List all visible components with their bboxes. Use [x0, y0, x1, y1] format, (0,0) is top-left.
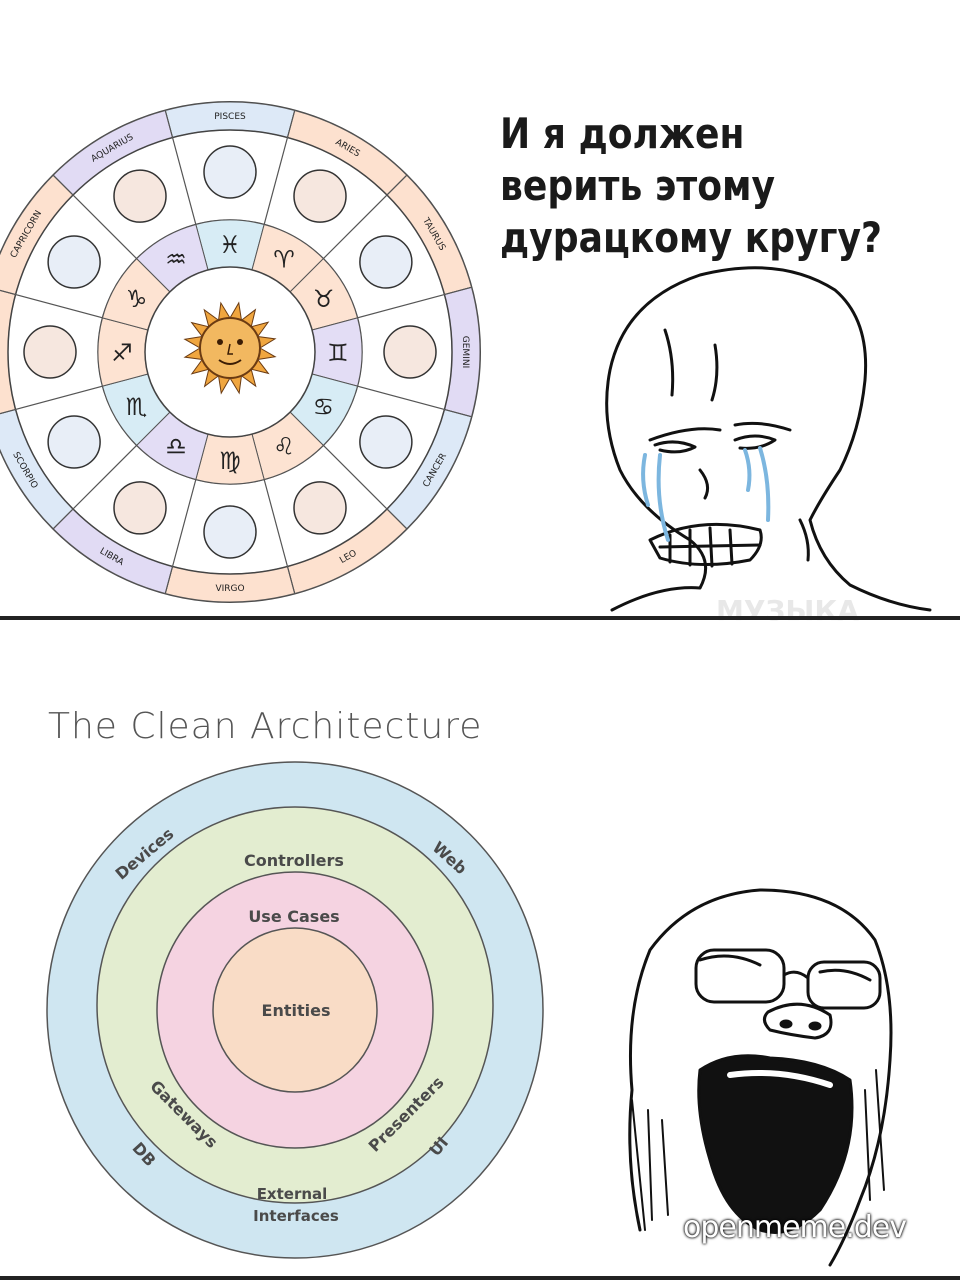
- zodiac-sign-illustration: [383, 325, 437, 379]
- zodiac-glyph: ♍: [219, 447, 241, 475]
- zodiac-glyph: ♓: [219, 231, 241, 259]
- faint-watermark: МУЗЫКА: [716, 594, 859, 627]
- soyjak-icon: [628, 888, 893, 1267]
- zodiac-sign-illustration: [203, 505, 257, 559]
- zodiac-glyph: ♐: [111, 339, 133, 367]
- label-use-cases: Use Cases: [248, 907, 339, 926]
- zodiac-sign-label: VIRGO: [215, 584, 244, 594]
- zodiac-glyph: ♌: [273, 433, 295, 461]
- crying-wojak-icon: [605, 266, 932, 612]
- zodiac-sign-illustration: [47, 235, 101, 289]
- caption-line-2: верить этому: [500, 161, 776, 210]
- zodiac-glyph: ♎: [165, 433, 187, 461]
- zodiac-sign-illustration: [47, 415, 101, 469]
- panel-divider: [0, 616, 960, 620]
- label-controllers: Controllers: [244, 851, 344, 870]
- zodiac-sign-illustration: [293, 169, 347, 223]
- entities-core: [212, 927, 378, 1093]
- label-interfaces: Interfaces: [253, 1207, 339, 1225]
- label-entities: Entities: [262, 1001, 331, 1020]
- zodiac-glyph: ♑: [126, 285, 148, 313]
- bottom-frame-line: [0, 1276, 960, 1280]
- zodiac-sign-illustration: [359, 235, 413, 289]
- caption-line-1: И я должен: [500, 109, 745, 158]
- zodiac-wheel: PISCESARIESTAURUSGEMINICANCERLEOVIRGOLIB…: [0, 101, 932, 612]
- watermark: openmeme.dev: [683, 1210, 907, 1245]
- caption: И я должен верить этому дурацкому кругу?: [500, 108, 882, 264]
- zodiac-sign-illustration: [113, 481, 167, 535]
- zodiac-glyph: ♋: [313, 393, 335, 421]
- zodiac-sign-illustration: [113, 169, 167, 223]
- label-external: External: [257, 1185, 328, 1203]
- zodiac-glyph: ♏: [126, 393, 148, 421]
- tears-icon: [641, 446, 771, 542]
- sun-face-icon: [183, 301, 277, 395]
- zodiac-glyph: ♒: [165, 245, 187, 273]
- zodiac-sign-illustration: [23, 325, 77, 379]
- zodiac-sign-illustration: [203, 145, 257, 199]
- zodiac-sign-label: GEMINI: [460, 336, 470, 368]
- zodiac-glyph: ♊: [327, 339, 349, 367]
- zodiac-glyph: ♈: [273, 245, 295, 273]
- zodiac-sign-illustration: [293, 481, 347, 535]
- zodiac-glyph: ♉: [313, 285, 335, 313]
- zodiac-sign-label: PISCES: [214, 112, 246, 122]
- architecture-title: The Clean Architecture: [48, 706, 483, 747]
- caption-line-3: дурацкому кругу?: [500, 213, 882, 262]
- zodiac-sign-illustration: [359, 415, 413, 469]
